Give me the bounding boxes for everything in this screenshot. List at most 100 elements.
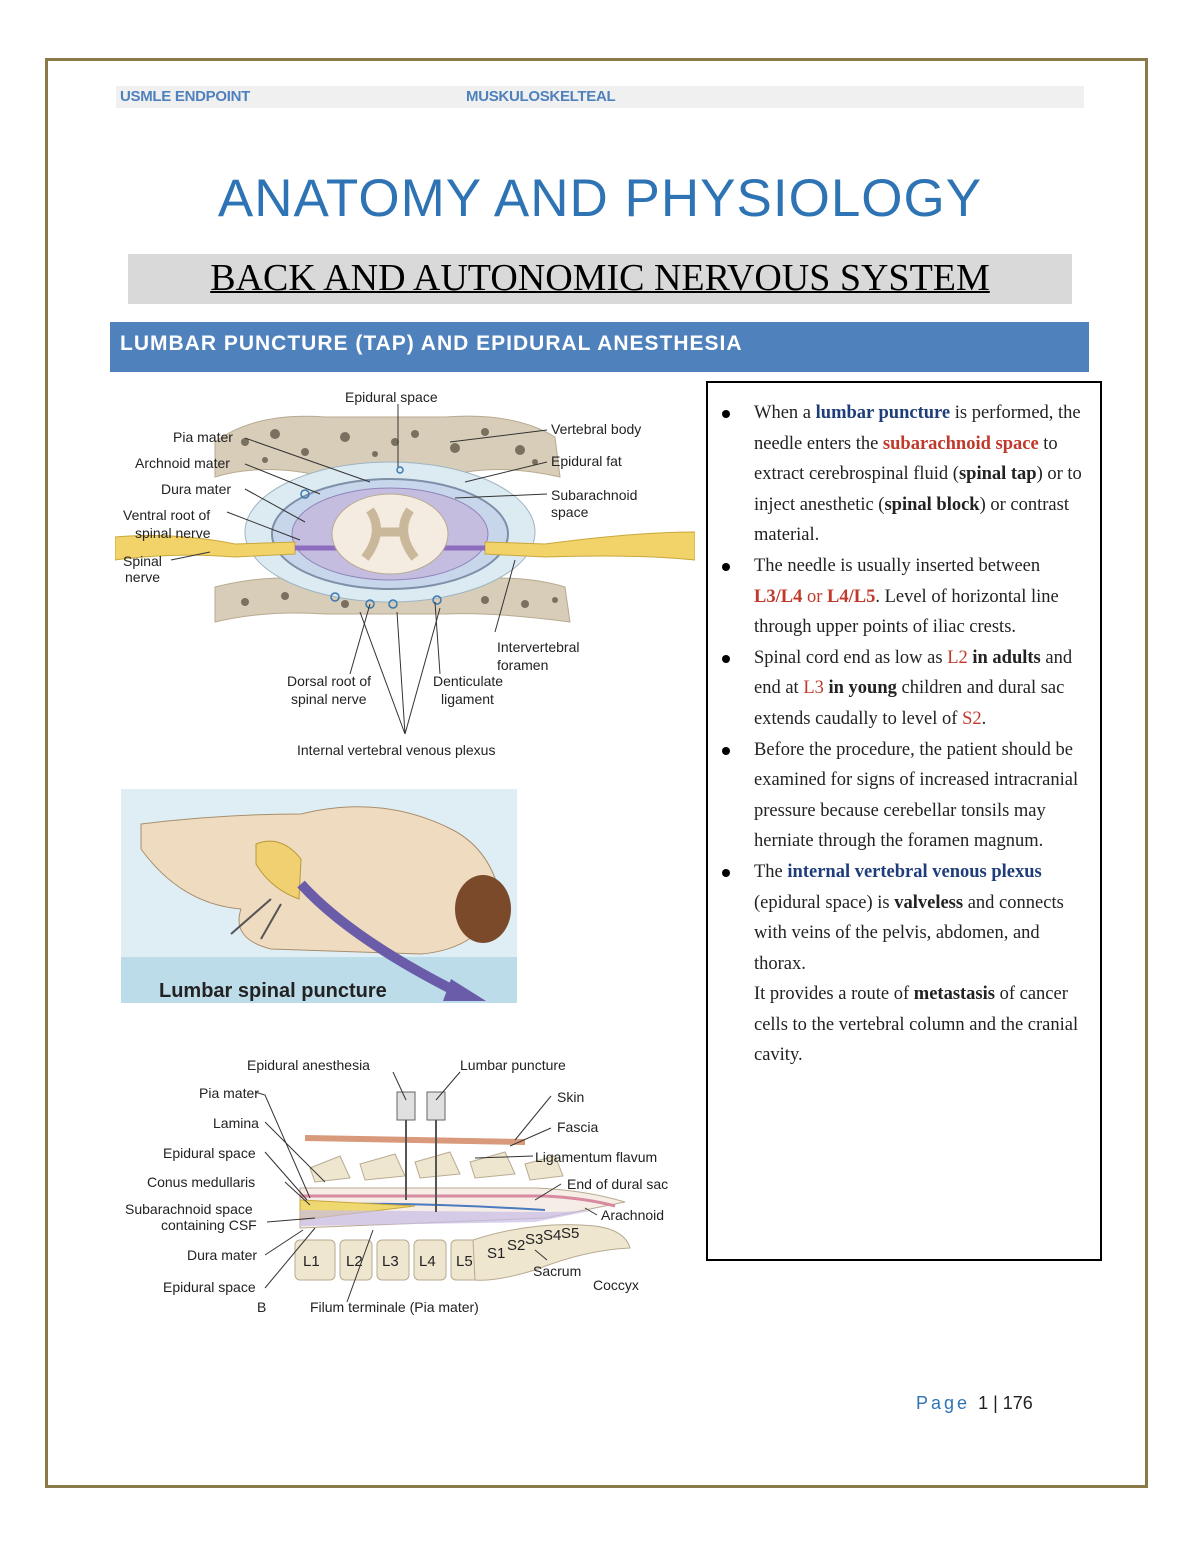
vertebra-labels: L1 L2 L3 L4 L5 S1 S2 S3 S4 S5	[303, 1225, 579, 1270]
label-venous-plexus: Internal vertebral venous plexus	[297, 742, 495, 758]
note-bold: in young	[823, 678, 897, 699]
note-bold: valveless	[894, 892, 964, 913]
label-pia-mater: Pia mater	[173, 429, 233, 445]
note-bold: metastasis	[913, 984, 995, 1005]
vertebra-label: L2	[346, 1253, 363, 1270]
label-vertebral-body: Vertebral body	[551, 421, 641, 437]
sagittal-spine-figure: L1 L2 L3 L4 L5 S1 S2 S3 S4 S5 Epidural a…	[125, 1057, 668, 1315]
note-bold: in adults	[967, 647, 1041, 668]
label-lamina: Lamina	[213, 1115, 259, 1131]
page-word: Page	[916, 1393, 971, 1413]
label-epidural-fat: Epidural fat	[551, 453, 622, 469]
patient-head	[455, 875, 511, 943]
page-current: 1	[978, 1393, 989, 1413]
note-text: Spinal cord end as low as	[754, 647, 948, 668]
label-spinal-nerve-1: Spinal	[123, 553, 162, 569]
label-subarachnoid-1: Subarachnoid	[551, 487, 637, 503]
spinal-nerve-left	[115, 535, 296, 561]
note-text: to extract cerebrospinal fluid (	[754, 433, 1058, 485]
note-item-lumbar-puncture: When a lumbar puncture is performed, the…	[712, 398, 1092, 551]
dura-line	[300, 1194, 616, 1208]
page-subtitle: BACK AND AUTONOMIC NERVOUS SYSTEM	[210, 257, 990, 299]
skin-layer	[304, 1135, 526, 1145]
label-spinal-nerve-2: nerve	[125, 569, 160, 585]
note-text: . Level of horizontal line through upper…	[754, 586, 1059, 638]
label-coccyx: Coccyx	[593, 1277, 639, 1293]
label-dorsal-root-1: Dorsal root of	[287, 673, 371, 689]
notes-list: When a lumbar puncture is performed, the…	[712, 398, 1092, 1071]
note-text: or	[802, 586, 827, 607]
page-total: 176	[1002, 1393, 1033, 1413]
note-text: children and dural sac extends caudally …	[754, 678, 1065, 729]
label-dura-mater-3: Dura mater	[187, 1247, 257, 1263]
label-subarachnoid-3a: Subarachnoid space	[125, 1201, 253, 1217]
note-text: When a	[754, 403, 816, 423]
label-ventral-root-2: spinal nerve	[135, 525, 211, 541]
label-epidural-space-3b: Epidural space	[163, 1279, 256, 1295]
header-right: MUSKULOSKELTEAL	[466, 88, 616, 105]
bullet-icon	[722, 654, 730, 663]
note-highlight: S2	[962, 708, 982, 729]
label-b: B	[257, 1299, 266, 1315]
note-text: ) or to inject anesthetic (	[754, 464, 1082, 515]
note-text: .	[981, 708, 987, 729]
illustration-caption: Lumbar spinal puncture	[159, 980, 387, 1002]
spinal-cross-section-figure: Epidural space Vertebral body Pia mater …	[115, 389, 695, 758]
note-text: ) or contrast material.	[754, 494, 1069, 546]
label-intervertebral-2: foramen	[497, 657, 548, 673]
note-text: of cancer cells to the vertebral column …	[754, 984, 1079, 1066]
vertebra-label: L1	[303, 1253, 320, 1270]
label-denticulate-1: Denticulate	[433, 673, 503, 689]
note-text: Before the procedure, the patient should…	[754, 739, 1079, 852]
vertebra-label: L3	[382, 1253, 399, 1270]
note-item-intracranial-pressure: Before the procedure, the patient should…	[712, 735, 1092, 857]
label-dura-mater: Dura mater	[161, 481, 231, 497]
label-archnoid-mater: Archnoid mater	[135, 455, 230, 471]
label-sacrum: Sacrum	[533, 1263, 581, 1279]
page-title: ANATOMY AND PHYSIOLOGY	[217, 169, 983, 228]
sacral-label: S1	[487, 1245, 505, 1262]
leader-lines	[170, 404, 548, 735]
leader-lines-3	[254, 1071, 598, 1303]
lumbar-puncture-illustration: Lumbar spinal puncture	[121, 789, 517, 1003]
note-text: It provides a route of	[754, 984, 914, 1005]
subtitle-background	[128, 254, 1072, 304]
label-conus-medullaris: Conus medullaris	[147, 1174, 255, 1190]
section-title: LUMBAR PUNCTURE (TAP) AND EPIDURAL ANEST…	[120, 332, 743, 355]
sacral-label: S3	[525, 1231, 543, 1248]
label-filum-terminale: Filum terminale (Pia mater)	[310, 1299, 479, 1315]
note-text: The needle is usually inserted between	[754, 555, 1041, 576]
label-epidural-space-3: Epidural space	[163, 1145, 256, 1161]
venous-plexus-vessels	[300, 466, 442, 609]
sacral-label: S2	[507, 1237, 525, 1254]
needles	[230, 898, 282, 940]
label-skin: Skin	[557, 1089, 584, 1105]
vertebra-label: L5	[456, 1253, 473, 1270]
label-lumbar-puncture: Lumbar puncture	[460, 1057, 566, 1073]
note-text: The	[754, 861, 788, 882]
section-bar	[110, 322, 1089, 372]
page-number: Page 1 | 176	[916, 1393, 1033, 1414]
bullet-icon	[722, 562, 730, 571]
bullet-icon	[722, 868, 730, 877]
note-highlight: L3	[803, 678, 824, 699]
sacral-label: S5	[561, 1225, 579, 1242]
header-bar	[116, 86, 1084, 108]
sacral-label: S4	[543, 1227, 561, 1244]
bullet-icon	[722, 746, 730, 755]
note-item-spinal-cord-end: Spinal cord end as low as L2 in adults a…	[712, 643, 1092, 735]
note-bold: spinal tap	[958, 464, 1037, 485]
vertebral-bodies	[294, 1224, 631, 1281]
vertebral-body-bone	[214, 415, 561, 478]
label-epidural-space: Epidural space	[345, 389, 438, 405]
label-fascia: Fascia	[557, 1119, 598, 1135]
spinous-processes	[309, 1151, 564, 1183]
note-text: is performed, the needle enters the	[754, 403, 1081, 454]
label-intervertebral-1: Intervertebral	[497, 639, 579, 655]
page-border	[45, 58, 1148, 1488]
label-dorsal-root-2: spinal nerve	[291, 691, 367, 707]
note-item-venous-plexus: The internal vertebral venous plexus (ep…	[712, 857, 1092, 1071]
label-pia-mater-3: Pia mater	[199, 1085, 259, 1101]
header-left: USMLE ENDPOINT	[120, 88, 250, 105]
note-text: and end at	[754, 647, 1073, 699]
